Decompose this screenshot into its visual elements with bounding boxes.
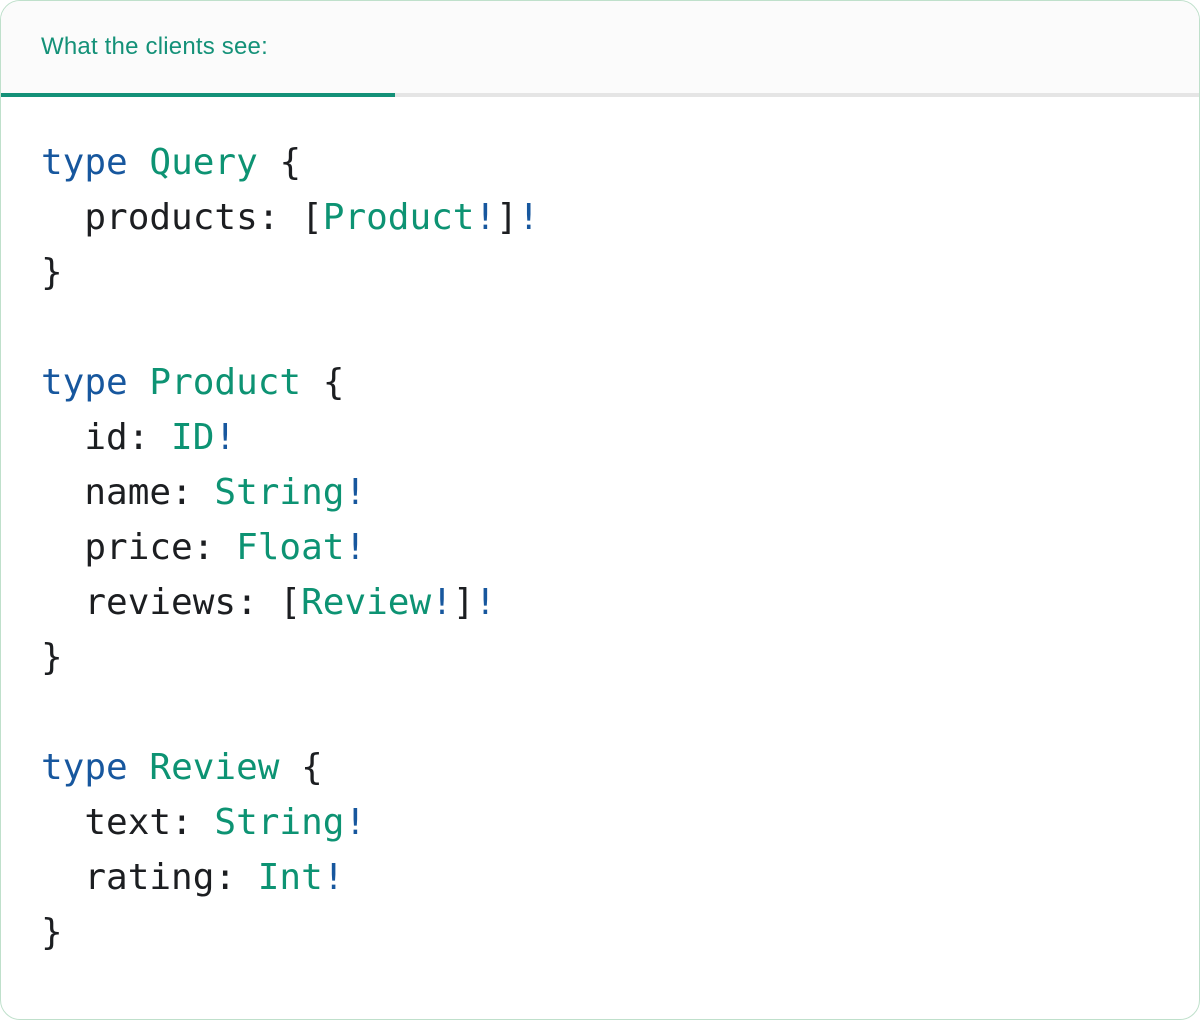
code-token-kw: type — [41, 142, 128, 183]
code-token-plain: { — [301, 362, 345, 403]
code-token-type: Product — [322, 197, 475, 238]
code-token-bang: ! — [431, 582, 453, 623]
code-token-plain — [128, 747, 150, 788]
code-line: type Query { — [41, 135, 1159, 190]
code-line: rating: Int! — [41, 850, 1159, 905]
code-line: products: [Product!]! — [41, 190, 1159, 245]
code-token-type: Product — [149, 362, 302, 403]
tab-clients-view[interactable]: What the clients see: — [1, 1, 395, 97]
code-token-plain: text: — [41, 802, 215, 843]
code-token-bang: ! — [322, 857, 345, 898]
code-token-type: Float — [236, 527, 345, 568]
code-token-bang: ! — [344, 472, 367, 513]
code-token-plain: price: — [41, 527, 237, 568]
code-token-plain — [128, 142, 150, 183]
code-line: } — [41, 245, 1159, 300]
code-token-type: Int — [257, 857, 323, 898]
tab-bar: What the clients see: — [1, 1, 1199, 97]
code-line: } — [41, 905, 1159, 960]
code-line: text: String! — [41, 795, 1159, 850]
code-token-bang: ! — [474, 197, 497, 238]
code-token-kw: type — [41, 747, 128, 788]
code-token-bang: ! — [344, 527, 367, 568]
code-line: } — [41, 630, 1159, 685]
code-token-kw: type — [41, 362, 128, 403]
tab-label: What the clients see: — [41, 33, 268, 60]
code-line: name: String! — [41, 465, 1159, 520]
graphql-code-block: type Query { products: [Product!]!} type… — [1, 97, 1199, 1000]
code-token-bang: ! — [517, 197, 540, 238]
code-token-plain: name: — [41, 472, 215, 513]
code-token-plain: rating: — [41, 857, 258, 898]
code-line: id: ID! — [41, 410, 1159, 465]
code-token-plain: { — [257, 142, 302, 183]
code-token-plain: reviews: [ — [41, 582, 302, 623]
code-token-plain: id: — [41, 417, 172, 458]
code-token-plain: ] — [496, 197, 518, 238]
code-token-bang: ! — [344, 802, 367, 843]
code-token-type: Review — [149, 747, 280, 788]
code-token-type: Query — [149, 142, 258, 183]
code-token-plain: } — [41, 252, 63, 293]
code-token-plain — [128, 362, 150, 403]
code-token-plain: { — [279, 747, 323, 788]
code-token-plain: } — [41, 912, 63, 953]
code-line: reviews: [Review!]! — [41, 575, 1159, 630]
code-token-bang: ! — [214, 417, 237, 458]
code-token-type: Review — [301, 582, 432, 623]
code-token-plain: products: [ — [41, 197, 323, 238]
code-token-plain: } — [41, 637, 63, 678]
code-token-plain: ] — [452, 582, 475, 623]
code-line — [41, 300, 1159, 355]
code-token-bang: ! — [474, 582, 497, 623]
code-line: type Product { — [41, 355, 1159, 410]
code-token-type: String — [214, 802, 345, 843]
code-line: type Review { — [41, 740, 1159, 795]
code-line: price: Float! — [41, 520, 1159, 575]
code-token-type: String — [214, 472, 345, 513]
code-token-type: ID — [171, 417, 215, 458]
code-line — [41, 685, 1159, 740]
